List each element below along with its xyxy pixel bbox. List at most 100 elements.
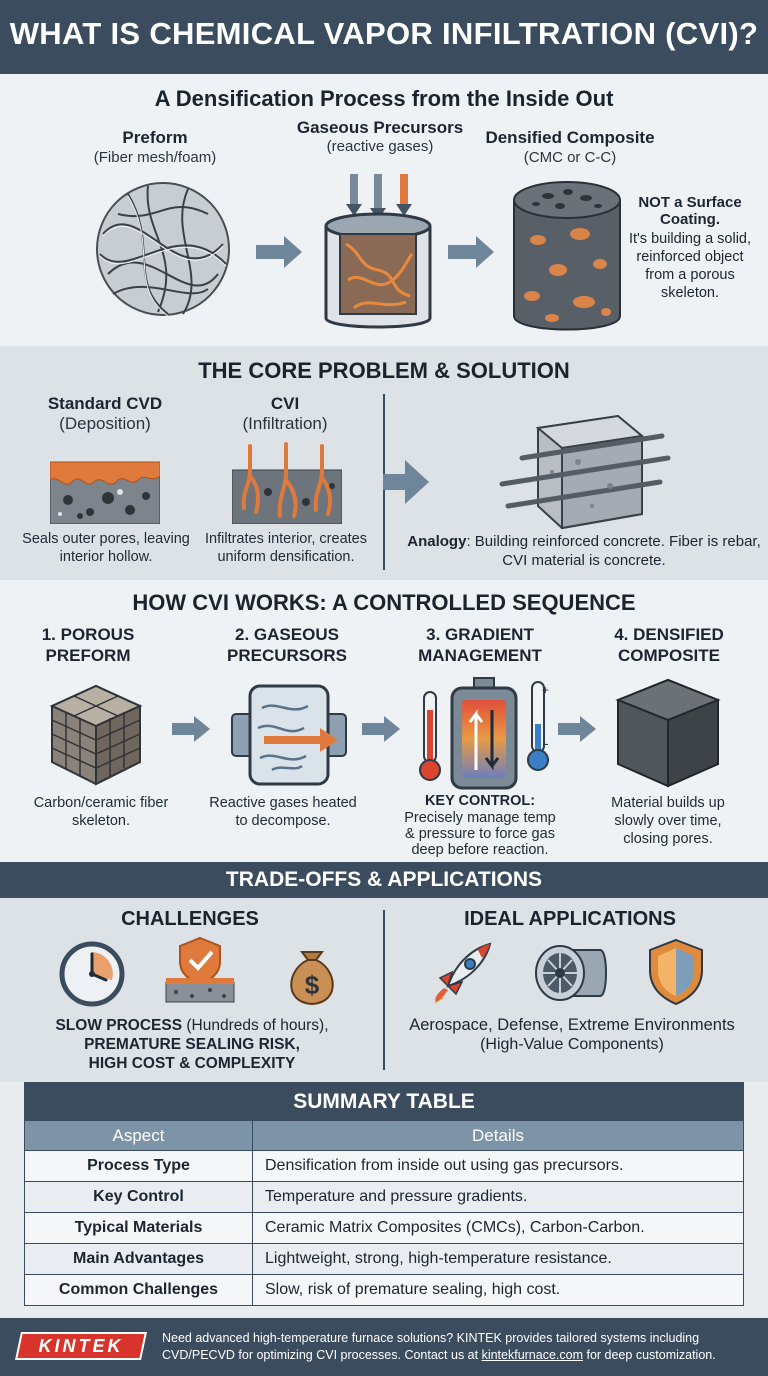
svg-text:+: +: [542, 683, 549, 697]
dense-cube-icon: [615, 678, 721, 788]
sealing-icon: [165, 936, 235, 1003]
cvd-caption: Seals outer pores, leaving interior holl…: [22, 531, 190, 565]
aspect-cell: Key Control: [24, 1181, 253, 1213]
footer-link[interactable]: kintekfurnace.com: [481, 1348, 583, 1362]
aspect-cell: Main Advantages: [24, 1243, 253, 1275]
woven-preform-icon: [49, 684, 143, 786]
challenges-bold-3: HIGH COST & COMPLEXITY: [88, 1055, 296, 1072]
aspect-cell: Process Type: [24, 1150, 253, 1182]
cvd-subtitle: (Deposition): [59, 414, 151, 433]
step-3-title: 3. GRADIENT MANAGEMENT: [418, 625, 542, 665]
logo-text: KINTEK: [38, 1336, 124, 1356]
applications-title: IDEAL APPLICATIONS: [464, 908, 676, 930]
footer-line-2-end: for deep customization.: [583, 1348, 716, 1362]
reactor-icon: [324, 174, 432, 329]
preform-subtitle: (Fiber mesh/foam): [93, 149, 217, 166]
preform-title: Preform: [122, 128, 188, 147]
precursors-subtitle: (reactive gases): [326, 138, 434, 155]
shield-icon: [649, 938, 703, 1006]
tradeoffs-header: TRADE-OFFS & APPLICATIONS: [0, 862, 768, 898]
fiber-preform-icon: [96, 182, 230, 317]
table-header-row: Aspect Details: [24, 1120, 744, 1151]
step-3-caption-bold: KEY CONTROL:: [424, 793, 536, 809]
gradient-control-icon: + -: [419, 677, 549, 790]
details-cell: Ceramic Matrix Composites (CMCs), Carbon…: [252, 1212, 744, 1244]
column-header-details: Details: [252, 1120, 744, 1151]
gas-chamber-icon: [231, 684, 347, 786]
overview-heading: A Densification Process from the Inside …: [154, 86, 614, 111]
arrow-right-icon: [558, 716, 596, 742]
analogy-text: Analogy: Building reinforced concrete. F…: [400, 532, 768, 570]
svg-text:$: $: [305, 970, 320, 1000]
step-4-title: 4. DENSIFIED COMPOSITE: [614, 625, 724, 665]
arrow-right-icon: [256, 236, 302, 268]
arrow-right-icon: [383, 460, 429, 504]
money-bag-icon: $: [290, 951, 334, 1006]
kintek-logo[interactable]: KINTEK: [15, 1332, 147, 1360]
step-1-title: 1. POROUS PREFORM: [41, 625, 135, 665]
problem-section: THE CORE PROBLEM & SOLUTION Standard CVD…: [0, 346, 768, 580]
footer: KINTEK Need advanced high-temperature fu…: [0, 1318, 768, 1376]
tradeoffs-heading: TRADE-OFFS & APPLICATIONS: [225, 868, 543, 891]
tradeoffs-section: CHALLENGES IDEAL APPLICATIONS $ SLOW PRO…: [0, 898, 768, 1082]
footer-text: Need advanced high-temperature furnace s…: [162, 1330, 762, 1364]
composite-cylinder-icon: [513, 181, 621, 331]
composite-subtitle: (CMC or C-C): [523, 149, 617, 166]
applications-text: Aerospace, Defense, Extreme Environments: [409, 1016, 735, 1034]
note-text: It's building a solid, reinforced object…: [628, 231, 752, 301]
how-heading: HOW CVI WORKS: A CONTROLLED SEQUENCE: [132, 590, 636, 615]
svg-text:-: -: [544, 735, 549, 751]
step-1-caption: Carbon/ceramic fiber skeleton.: [33, 795, 169, 829]
footer-line-1: Need advanced high-temperature furnace s…: [162, 1331, 700, 1345]
challenges-title: CHALLENGES: [121, 908, 259, 930]
note-bold: NOT a Surface Coating.: [638, 194, 742, 228]
challenges-text-1: (Hundreds of hours),: [182, 1017, 329, 1034]
challenges-text: SLOW PROCESS (Hundreds of hours), PREMAT…: [20, 1016, 364, 1073]
problem-heading: THE CORE PROBLEM & SOLUTION: [198, 358, 570, 383]
cvi-subtitle: (Infiltration): [242, 414, 328, 433]
arrow-right-icon: [362, 716, 400, 742]
details-cell: Slow, risk of premature sealing, high co…: [252, 1274, 744, 1306]
details-cell: Lightweight, strong, high-temperature re…: [252, 1243, 744, 1275]
cvi-title: CVI: [270, 394, 300, 413]
cvd-sealed-pores-icon: [50, 461, 160, 524]
step-2-caption: Reactive gases heated to decompose.: [209, 795, 357, 829]
details-cell: Temperature and pressure gradients.: [252, 1181, 744, 1213]
arrow-right-icon: [448, 236, 494, 268]
cvi-caption: Infiltrates interior, creates uniform de…: [205, 531, 367, 565]
aspect-cell: Common Challenges: [24, 1274, 253, 1306]
jet-engine-icon: [535, 945, 608, 1001]
arrow-right-icon: [172, 716, 210, 742]
challenges-bold-2: PREMATURE SEALING RISK,: [84, 1036, 300, 1053]
summary-title: SUMMARY TABLE: [293, 1090, 475, 1113]
step-2-title: 2. GASEOUS PRECURSORS: [227, 625, 347, 665]
rocket-icon: [434, 942, 492, 1004]
cvd-title: Standard CVD: [47, 394, 163, 413]
how-section: HOW CVI WORKS: A CONTROLLED SEQUENCE 1. …: [0, 580, 768, 862]
divider: [383, 910, 385, 1070]
reinforced-concrete-icon: [499, 414, 671, 530]
aspect-cell: Typical Materials: [24, 1212, 253, 1244]
details-cell: Densification from inside out using gas …: [252, 1150, 744, 1182]
overview-section: A Densification Process from the Inside …: [0, 74, 768, 346]
page-header: WHAT IS CHEMICAL VAPOR INFILTRATION (CVI…: [0, 0, 768, 74]
clock-icon: [59, 941, 125, 1007]
analogy-bold: Analogy: [407, 533, 467, 550]
step-4-caption: Material builds up slowly over time, clo…: [611, 795, 725, 847]
page-title: WHAT IS CHEMICAL VAPOR INFILTRATION (CVI…: [9, 16, 759, 51]
applications-subtext: (High-Value Components): [480, 1036, 664, 1053]
column-header-aspect: Aspect: [24, 1120, 253, 1151]
challenges-bold-1: SLOW PROCESS: [55, 1017, 183, 1034]
cvi-infiltration-icon: [232, 442, 342, 524]
analogy-body: : Building reinforced concrete. Fiber is…: [466, 533, 761, 569]
composite-title: Densified Composite: [485, 128, 655, 147]
precursors-title: Gaseous Precursors: [296, 118, 464, 137]
step-3-caption: Precisely manage temp & pressure to forc…: [404, 810, 556, 858]
summary-title-bar: SUMMARY TABLE: [24, 1082, 744, 1120]
